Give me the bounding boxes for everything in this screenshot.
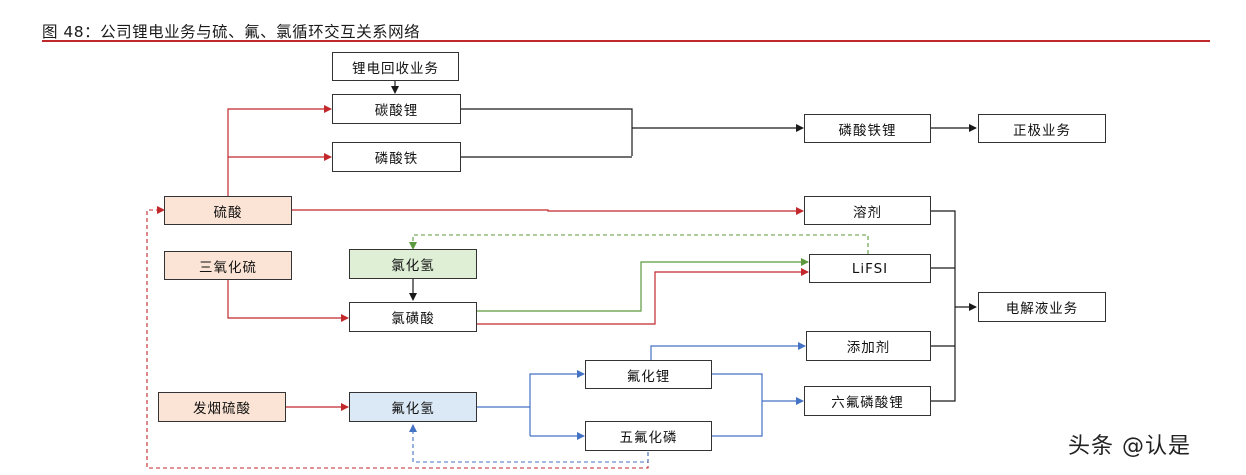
title-rule [42,40,1210,42]
node-iron-phosphate: 磷酸铁 [332,142,461,172]
edge-split-to-lif [529,370,585,436]
node-electrolyte: 电解液业务 [978,292,1106,322]
node-hf: 氟化氢 [349,392,477,422]
edge-sulfuric-to-li-carbonate [227,105,332,196]
figure-title: 图 48：公司锂电业务与硫、氟、氯循环交互关系网络 [42,23,421,41]
edge-pcl5-return-to-hf [409,424,649,463]
edge-li-carbonate-to-junction [461,108,633,156]
node-hcl: 氯化氢 [349,249,477,279]
edge-lif-to-lipf6-merge [712,373,763,437]
node-lifsi: LiFSI [809,254,931,283]
node-solvent: 溶剂 [804,196,931,225]
node-recycle: 锂电回收业务 [332,52,459,81]
node-chlorosulfonic: 氯磺酸 [349,302,477,332]
edge-so3-to-chlorosulfonic [227,280,349,322]
edge-lif-to-additive [650,342,806,360]
node-lipf6: 六氟磷酸锂 [804,386,931,416]
watermark: 头条 @认是 [1068,434,1191,459]
edge-sulfuric-to-solvent [291,207,804,215]
edge-lifsi-return-to-hcl [409,234,869,254]
edge-chlorosulfonic-to-lifsi-red [477,268,809,325]
node-sulfuric-acid: 硫酸 [164,196,292,225]
edge-electrolyte-inputs-bus [930,210,956,402]
node-oleum: 发烟硫酸 [158,392,286,422]
node-lfp: 磷酸铁锂 [804,114,931,143]
edge-chlorosulfonic-to-lifsi-green [477,258,809,312]
edge-recycle-loop-to-sulfuric [146,206,649,469]
node-pcl5: 五氟化磷 [585,421,712,451]
node-cathode: 正极业务 [978,114,1106,143]
node-so3: 三氧化硫 [164,251,292,280]
node-li-carbonate: 碳酸锂 [332,94,461,124]
node-additive: 添加剂 [806,331,931,361]
node-lif: 氟化锂 [585,360,712,389]
